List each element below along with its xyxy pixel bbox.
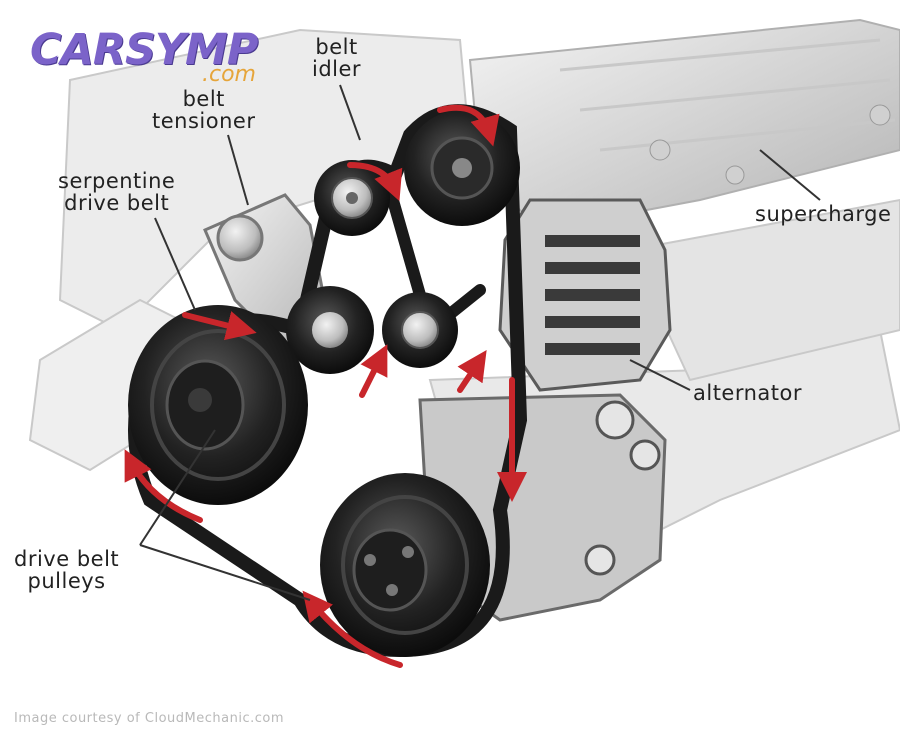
label-belt-idler-line2: idler [312, 57, 362, 81]
lower-idler-pulley [382, 292, 458, 368]
supercharger-housing [468, 18, 900, 232]
alternator-body [498, 198, 672, 392]
logo-suffix: .com [202, 62, 256, 87]
top-idler-pulley [404, 110, 520, 226]
label-belt-tensioner-line1: belt [182, 87, 225, 111]
carsymp-logo: CARSYMP .com [30, 25, 258, 87]
tensioner-pulley [286, 286, 374, 374]
label-supercharger: supercharge [755, 202, 892, 226]
label-belt-tensioner-line2: tensioner [152, 109, 256, 133]
label-belt-tensioner: belt tensioner [152, 88, 255, 132]
belt-idler-pulley [314, 160, 390, 236]
logo-brand: CARSYMP [30, 25, 258, 75]
label-serpentine-line2: drive belt [64, 191, 170, 215]
label-serpentine-drive-belt: serpentine drive belt [58, 170, 175, 214]
label-belt-idler-line1: belt [315, 35, 358, 59]
label-pulleys-line2: pulleys [27, 569, 106, 593]
label-serpentine-line1: serpentine [58, 169, 176, 193]
label-drive-belt-pulleys: drive belt pulleys [14, 548, 119, 592]
crankshaft-pulley [128, 305, 308, 505]
belt-direction-arrows [124, 104, 527, 668]
label-belt-idler: belt idler [312, 36, 361, 80]
image-credit: Image courtesy of CloudMechanic.com [14, 711, 284, 726]
label-pulleys-line1: drive belt [14, 547, 120, 571]
compressor-pulley [320, 473, 490, 657]
label-leader-lines [139, 84, 821, 601]
label-alternator: alternator [693, 381, 803, 405]
